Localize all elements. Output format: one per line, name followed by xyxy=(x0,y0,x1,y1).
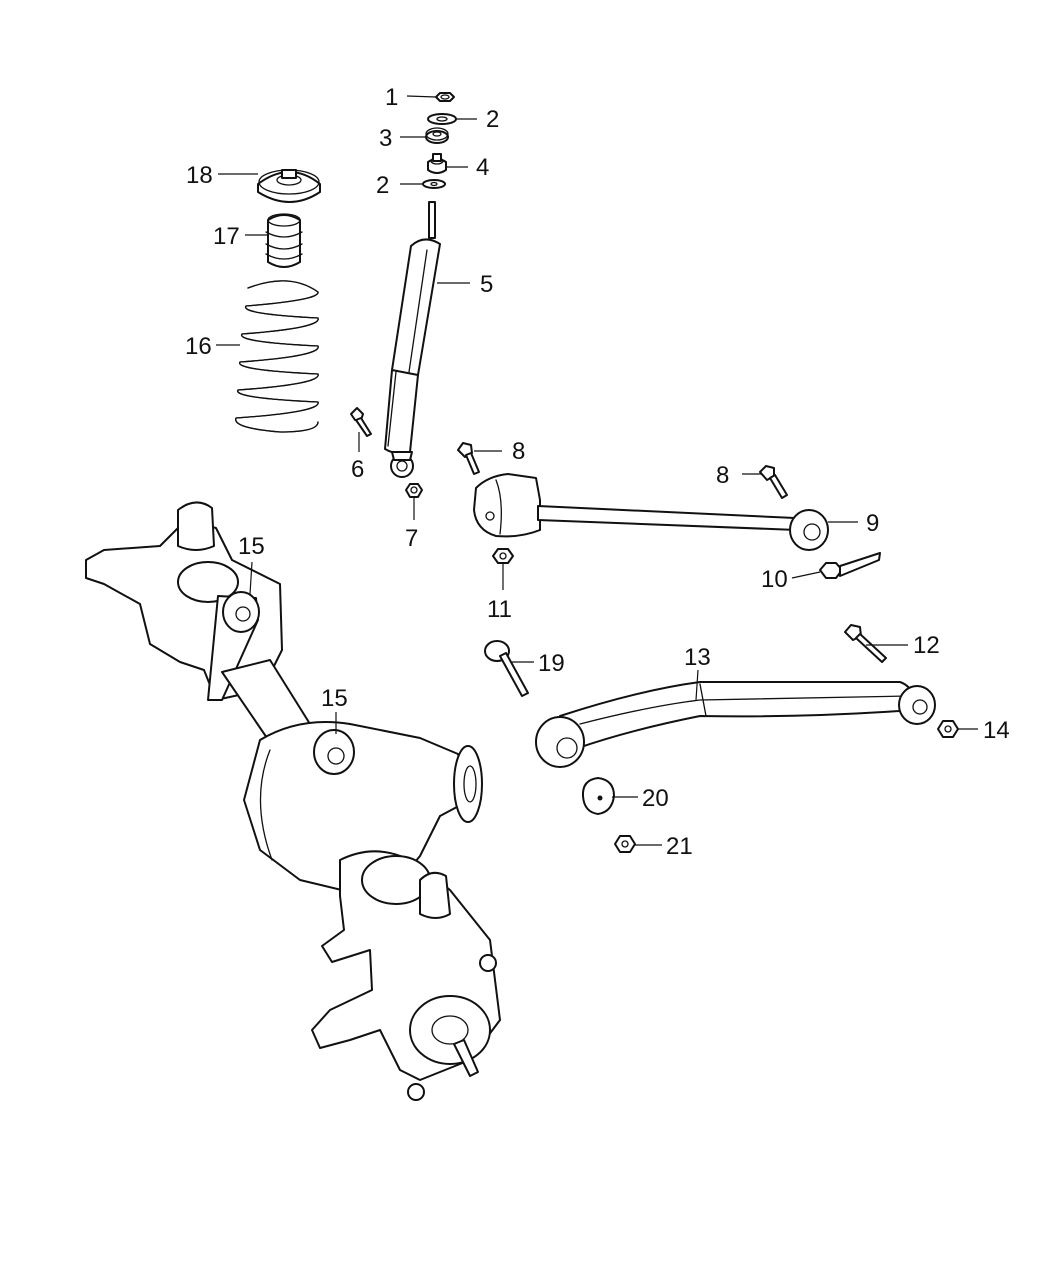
callout-7: 7 xyxy=(405,525,418,552)
callout-8-left: 8 xyxy=(512,438,525,465)
callout-19: 19 xyxy=(538,650,565,677)
part-1-nut xyxy=(435,92,455,102)
callout-2-upper: 2 xyxy=(486,106,499,133)
part-7-nut xyxy=(405,483,423,498)
callout-12: 12 xyxy=(913,632,940,659)
callout-11: 11 xyxy=(487,596,512,623)
callout-3: 3 xyxy=(379,125,392,152)
callout-15-upper: 15 xyxy=(238,533,265,560)
callout-20: 20 xyxy=(642,785,669,812)
part-17-jounce-bumper xyxy=(265,213,303,268)
part-19-cam-bolt xyxy=(484,640,529,697)
part-2-washer-upper xyxy=(427,113,457,125)
part-2-washer-lower xyxy=(422,179,446,189)
part-3-grommet xyxy=(425,127,449,144)
part-20-bumper xyxy=(581,777,615,815)
callout-2-lower: 2 xyxy=(376,172,389,199)
part-5-shock-absorber xyxy=(384,201,441,478)
part-8-bolt-left xyxy=(457,442,480,475)
part-18-spring-seat xyxy=(257,169,321,203)
callout-21: 21 xyxy=(666,833,693,860)
part-10-cam-nut xyxy=(819,552,881,579)
part-21-nut xyxy=(614,835,636,853)
callout-9: 9 xyxy=(866,510,879,537)
callout-6: 6 xyxy=(351,456,364,483)
part-4-bushing xyxy=(427,153,447,174)
part-9-upper-control-arm xyxy=(473,473,829,551)
callout-18: 18 xyxy=(186,162,213,189)
callout-1: 1 xyxy=(385,84,398,111)
callout-16: 16 xyxy=(185,333,212,360)
part-13-lower-control-arm xyxy=(535,681,936,768)
callout-5: 5 xyxy=(480,271,493,298)
part-12-bolt xyxy=(844,624,887,663)
front-axle-assembly xyxy=(85,501,501,1101)
leader-lines xyxy=(216,95,978,846)
part-16-coil-spring xyxy=(235,280,319,433)
callout-14: 14 xyxy=(983,717,1010,744)
part-6-bolt xyxy=(350,407,372,437)
callout-15-lower: 15 xyxy=(321,685,348,712)
callout-13: 13 xyxy=(684,644,711,671)
part-14-nut xyxy=(937,720,959,738)
part-11-nut xyxy=(492,548,514,564)
callout-labels: 1 2 3 4 2 18 17 5 16 6 8 8 9 7 10 11 15 … xyxy=(185,84,1010,860)
part-8-bolt-right xyxy=(759,465,788,499)
callout-10: 10 xyxy=(761,566,788,593)
callout-17: 17 xyxy=(213,223,240,250)
callout-4: 4 xyxy=(476,154,489,181)
callout-8-right: 8 xyxy=(716,462,729,489)
